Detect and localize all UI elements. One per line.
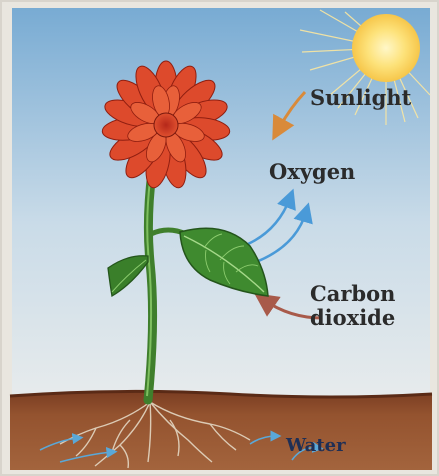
carbon-dioxide-label-line1: Carbon: [310, 282, 395, 306]
water-label: Water: [286, 436, 346, 456]
oxygen-label: Oxygen: [269, 160, 355, 184]
flower-center: [154, 113, 178, 137]
carbon-dioxide-label-line2: dioxide: [310, 306, 395, 330]
sunlight-label: Sunlight: [310, 86, 411, 110]
sun: [352, 14, 420, 82]
carbon-dioxide-label: Carbon dioxide: [310, 282, 395, 329]
